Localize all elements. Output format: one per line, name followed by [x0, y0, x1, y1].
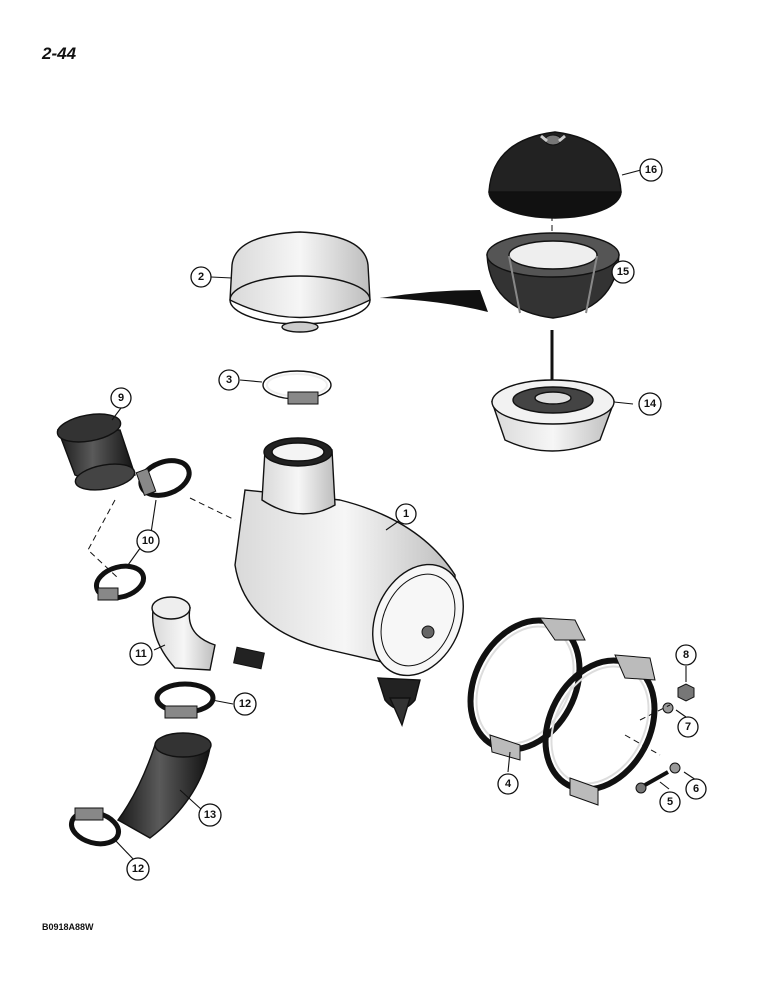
svg-text:3: 3 [226, 374, 232, 386]
callout-10: 10 [136, 529, 160, 553]
svg-text:12: 12 [132, 863, 144, 875]
filter-element-part-15 [486, 232, 620, 319]
air-cleaner-body-part-1 [234, 437, 464, 728]
callout-9: 9 [110, 387, 132, 409]
callout-1: 1 [395, 503, 417, 525]
callout-3: 3 [218, 369, 240, 391]
callout-4: 4 [497, 773, 519, 795]
lockwasher-part-7 [662, 702, 674, 714]
svg-text:16: 16 [645, 164, 657, 176]
element-base-part-14 [491, 330, 616, 452]
callout-5: 5 [659, 791, 681, 813]
cover-part-16 [488, 131, 622, 219]
callout-12b: 12 [126, 857, 150, 881]
hose-clamp-part-12a [154, 681, 216, 719]
callout-7: 7 [677, 716, 699, 738]
callout-8: 8 [675, 644, 697, 666]
svg-text:14: 14 [644, 398, 657, 410]
svg-text:15: 15 [617, 266, 629, 278]
dash-line-clamp [87, 499, 119, 579]
svg-text:6: 6 [693, 783, 699, 795]
svg-text:12: 12 [239, 698, 251, 710]
dash-line-hose [189, 497, 236, 521]
svg-text:9: 9 [118, 392, 124, 404]
callout-6: 6 [685, 778, 707, 800]
hose-clamp-part-12b [68, 807, 122, 847]
callout-15: 15 [611, 260, 635, 284]
washer-part-6 [669, 762, 681, 774]
svg-text:8: 8 [683, 649, 689, 661]
callout-16: 16 [639, 158, 663, 182]
elbow-part-11 [151, 596, 265, 671]
callout-12a: 12 [233, 692, 257, 716]
hose-part-9 [56, 413, 136, 491]
hose-clamp-part-3 [262, 370, 332, 405]
svg-text:1: 1 [403, 508, 409, 520]
svg-text:11: 11 [135, 648, 147, 660]
svg-text:2: 2 [198, 271, 204, 283]
svg-text:13: 13 [204, 809, 216, 821]
callout-13: 13 [198, 803, 222, 827]
mounting-band-part-4 [467, 617, 658, 806]
figure-code: B0918A88W [42, 922, 94, 932]
hose-clamp-part-10a [135, 458, 192, 498]
cap-part-2 [229, 231, 371, 333]
callout-14: 14 [638, 392, 662, 416]
nut-part-8 [677, 683, 695, 702]
hose-clamp-part-10b [93, 563, 147, 601]
svg-text:7: 7 [685, 721, 691, 733]
elbow-hose-part-13 [116, 732, 212, 839]
callout-11: 11 [129, 642, 153, 666]
svg-text:4: 4 [505, 778, 512, 790]
arrow-cap-to-element [380, 290, 488, 312]
page-number: 2-44 [42, 44, 77, 63]
svg-text:5: 5 [667, 796, 673, 808]
svg-text:10: 10 [142, 535, 154, 547]
callout-2: 2 [190, 266, 212, 288]
dash-line-hardware [624, 704, 671, 756]
bolt-part-5 [635, 770, 669, 794]
